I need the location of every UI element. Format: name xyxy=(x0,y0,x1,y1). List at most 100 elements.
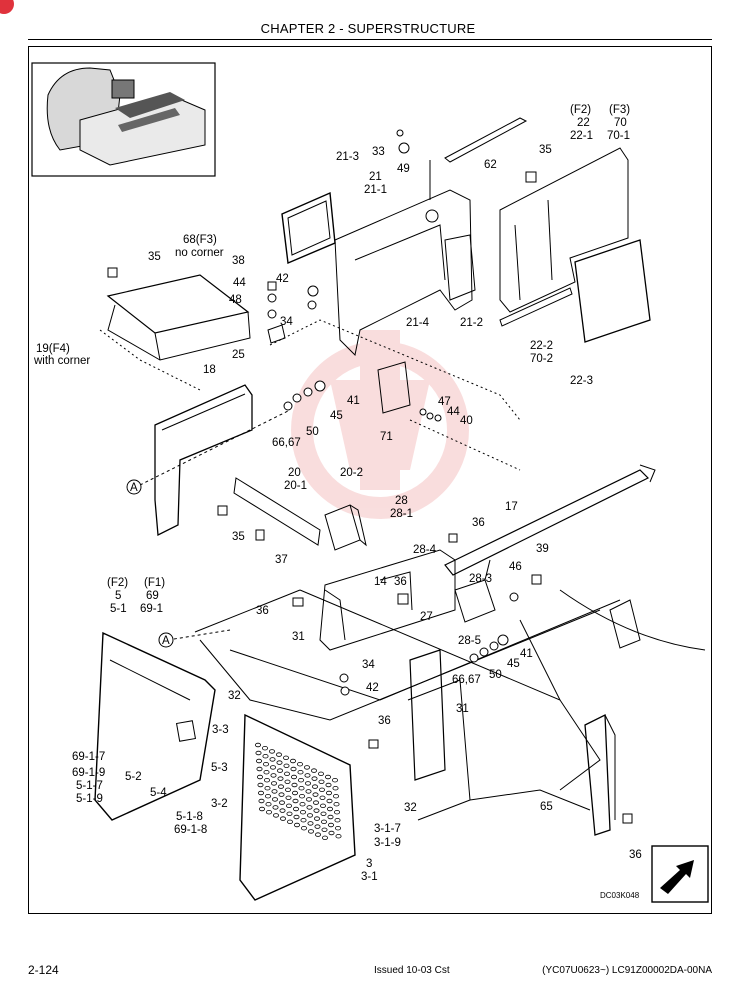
grille-hole xyxy=(311,784,318,789)
callout-c36d: 36 xyxy=(378,715,391,727)
callout-c36e: 36 xyxy=(629,849,642,861)
callout-c62: 62 xyxy=(484,159,497,171)
callout-c45b: 45 xyxy=(507,658,520,670)
callout-c27: 27 xyxy=(420,611,433,623)
header-rule xyxy=(28,39,712,40)
grille-hole xyxy=(263,778,270,783)
grille-hole xyxy=(299,810,306,815)
callout-c34b: 34 xyxy=(362,659,375,671)
grille-hole xyxy=(321,835,328,840)
callout-c5-1-8: 5-1-8 xyxy=(176,811,203,823)
callout-c6667a: 66,67 xyxy=(272,437,301,449)
grille-hole xyxy=(319,795,326,800)
callout-c21-4: 21-4 xyxy=(406,317,430,329)
grille-hole xyxy=(270,773,277,778)
callout-c31b: 31 xyxy=(456,703,469,715)
grille-hole xyxy=(293,814,300,820)
callout-c22: 22 xyxy=(577,117,590,129)
grille-hole xyxy=(277,784,284,789)
callout-c35a: 35 xyxy=(539,144,552,156)
callout-c21: 21 xyxy=(369,171,382,183)
grille-hole xyxy=(331,778,338,783)
grille-hole xyxy=(318,787,325,792)
grille-hole xyxy=(296,762,303,767)
grille-hole xyxy=(270,781,277,786)
callout-c48: 48 xyxy=(229,294,242,306)
grille-hole xyxy=(264,786,271,791)
callout-no-corner: no corner xyxy=(175,247,224,259)
grille-hole xyxy=(307,821,314,826)
callout-c21-3: 21-3 xyxy=(336,151,359,163)
grille-pattern xyxy=(254,742,342,840)
grille-hole xyxy=(278,792,285,797)
callout-c49: 49 xyxy=(397,163,410,175)
assembly-linework xyxy=(94,117,706,901)
callout-c22-2: 22-2 xyxy=(530,340,553,352)
grille-hole xyxy=(272,805,279,810)
watermark-logo xyxy=(291,330,469,519)
grille-hole xyxy=(332,786,339,791)
grille-hole xyxy=(261,746,268,751)
grille-hole xyxy=(292,798,299,804)
grille-hole xyxy=(269,757,276,762)
callout-c22-3: 22-3 xyxy=(570,375,593,387)
callout-c47: 47 xyxy=(438,396,451,408)
grille-hole xyxy=(255,758,262,764)
callout-c28-5: 28-5 xyxy=(458,635,481,647)
callout-c3-1-9: 3-1-9 xyxy=(374,837,401,849)
grille-hole xyxy=(332,794,339,799)
grille-hole xyxy=(289,758,296,764)
grille-hole xyxy=(303,765,310,770)
chapter-title: CHAPTER 2 - SUPERSTRUCTURE xyxy=(260,21,476,36)
grille-hole xyxy=(297,770,304,775)
grille-hole xyxy=(275,752,282,757)
grille-hole xyxy=(313,808,320,813)
callout-c42a: 42 xyxy=(276,273,289,285)
grille-hole xyxy=(256,766,263,772)
grille-hole xyxy=(298,786,305,791)
callout-c5-3: 5-3 xyxy=(211,762,228,774)
callout-c20-2: 20-2 xyxy=(340,467,363,479)
grille-hole xyxy=(327,814,334,820)
callout-c6667b: 66,67 xyxy=(452,674,481,686)
grille-hole xyxy=(258,806,265,812)
grille-hole xyxy=(290,766,297,772)
grille-hole xyxy=(257,782,264,788)
callout-c45a: 45 xyxy=(330,410,343,422)
grille-hole xyxy=(304,781,311,786)
callout-c69: 69 xyxy=(146,590,159,602)
callout-c3-1: 3-1 xyxy=(361,871,378,883)
grille-hole xyxy=(325,790,332,796)
callout-c3-3: 3-3 xyxy=(212,724,229,736)
callout-c68f3: 68(F3) xyxy=(183,234,217,246)
grille-hole xyxy=(269,765,276,770)
page-number: 2-124 xyxy=(28,963,59,977)
grille-hole xyxy=(271,789,278,794)
callout-c69-1: 69-1 xyxy=(140,603,163,615)
callout-c28-4: 28-4 xyxy=(413,544,437,556)
grille-hole xyxy=(277,776,284,781)
grille-hole xyxy=(291,782,298,788)
callout-c39: 39 xyxy=(536,543,549,555)
grille-hole xyxy=(282,755,289,760)
grille-hole xyxy=(306,805,313,810)
callout-c69-1-7: 69-1-7 xyxy=(72,751,105,763)
callout-c41b: 41 xyxy=(520,648,533,660)
grille-hole xyxy=(284,787,291,792)
grille-hole xyxy=(324,774,331,780)
grille-hole xyxy=(318,779,325,784)
callout-c34a: 34 xyxy=(280,316,293,328)
grille-hole xyxy=(313,816,320,821)
callout-c40: 40 xyxy=(460,415,473,427)
callout-c28-1: 28-1 xyxy=(390,508,413,520)
grille-hole xyxy=(314,824,321,829)
callout-c5-1-9: 5-1-9 xyxy=(76,793,103,805)
callout-c20: 20 xyxy=(288,467,301,479)
callout-c20-1: 20-1 xyxy=(284,480,307,492)
grille-hole xyxy=(333,802,340,807)
document-code: (YC07U0623~) LC91Z00002DA-00NA xyxy=(542,965,712,976)
issued-date: Issued 10-03 Cst xyxy=(374,965,450,976)
grille-hole xyxy=(254,742,261,748)
